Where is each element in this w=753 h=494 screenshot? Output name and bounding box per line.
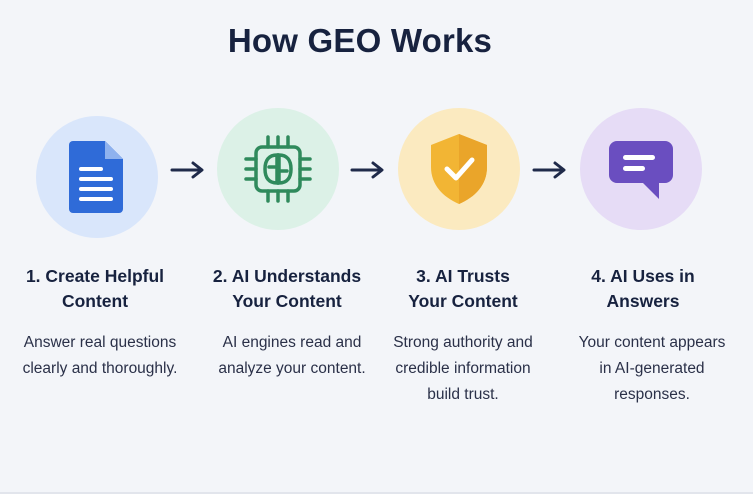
step-3-description: Strong authority and credible informatio… <box>393 334 533 403</box>
step-2-heading: 2. AI Understands Your Content <box>212 266 362 311</box>
step-1-heading: 1. Create Helpful Content <box>25 266 165 311</box>
document-icon <box>65 137 129 217</box>
arrow-right-icon <box>350 161 384 179</box>
step-3-heading: 3. AI Trusts Your Content <box>408 266 518 311</box>
step-3-circle <box>398 108 520 230</box>
page-title: How GEO Works <box>227 22 493 59</box>
step-2-description: AI engines read and analyze your content… <box>218 334 366 377</box>
bottom-divider <box>0 492 753 494</box>
step-4-heading: 4. AI Uses in Answers <box>591 266 695 311</box>
arrow-right-icon <box>532 161 566 179</box>
step-4-circle <box>580 108 702 230</box>
step-2-circle <box>217 108 339 230</box>
step-1-circle <box>36 116 158 238</box>
cpu-chip-icon <box>242 133 314 205</box>
shield-check-icon <box>427 131 491 207</box>
arrow-right-icon <box>170 161 204 179</box>
chat-bubble-icon <box>605 133 677 205</box>
step-4-description: Your content appears in AI-generated res… <box>578 334 726 403</box>
step-1-description: Answer real questions clearly and thorou… <box>22 334 178 377</box>
